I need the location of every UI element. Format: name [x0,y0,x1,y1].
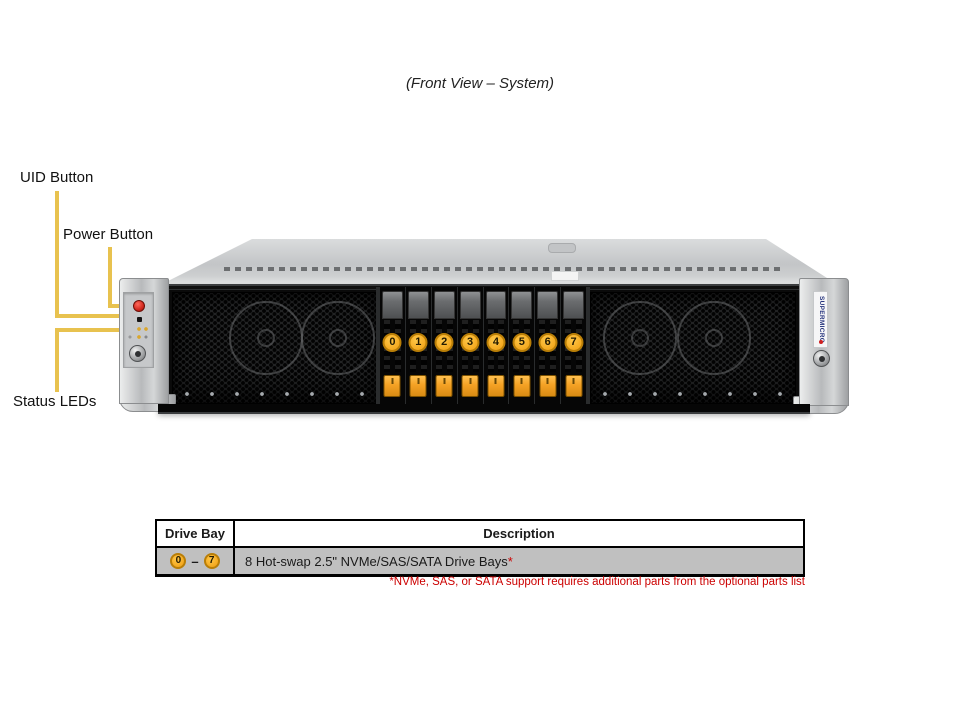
drive-bay-number: 5 [512,333,532,352]
description-text: 8 Hot-swap 2.5" NVMe/SAS/SATA Drive Bays [245,553,508,569]
uid-leader-line-horizontal [55,314,134,318]
drive-tray: 3 [457,287,483,405]
drive-latch-icon [539,375,557,397]
drive-latch-icon [435,375,453,397]
drive-bay-number: 2 [434,333,454,352]
bay-number-badge: 7 [203,553,220,569]
table-row: 0 – 7 8 Hot-swap 2.5" NVMe/SAS/SATA Driv… [157,548,803,574]
description-cell: 8 Hot-swap 2.5" NVMe/SAS/SATA Drive Bays… [235,548,803,574]
drive-latch-icon [487,375,505,397]
status-leader-line-horizontal [55,328,129,332]
fan-icon [677,301,751,375]
bay-range-dash: – [191,553,199,569]
drive-handle [511,291,533,319]
fan-icon [301,301,375,375]
drive-handle [563,291,584,319]
fan-icon [603,301,677,375]
drive-handle [459,291,481,319]
drive-tray: 5 [509,287,535,405]
lid-sticker [551,271,579,281]
keylock-icon [129,345,146,362]
figure-title: (Front View – System) [405,75,555,92]
chassis-top-lid [160,239,838,285]
brand-logo-text: SUPERMICRO [817,295,825,344]
drive-latch-icon [461,375,479,397]
drive-handle [407,291,429,319]
drive-tray: 6 [535,287,561,405]
power-leader-line-vertical [108,247,112,308]
drive-latch-icon [409,375,427,397]
bay-range-cell: 0 – 7 [157,548,235,574]
callout-uid-button: UID Button [20,169,94,186]
chassis-bottom-edge [158,404,810,414]
callout-status-leds: Status LEDs [13,393,97,410]
drive-latch-icon [383,375,401,397]
drive-tray: 4 [483,287,509,405]
bay-number-badge: 0 [170,553,187,569]
drive-tray: 2 [431,287,457,405]
drive-bay-number: 3 [460,333,480,352]
brand-logo: SUPERMICRO [813,291,828,348]
table-header-drive-bay: Drive Bay [157,521,235,546]
table-header-description: Description [483,526,555,541]
drive-tray: 0 [380,287,405,405]
fan-grille-right [590,292,796,404]
drive-bay-number: 6 [538,333,558,352]
status-leader-line-vertical [55,328,59,392]
brand-logo-dot [819,340,823,344]
description-asterisk: * [507,553,513,569]
keyhole [819,356,825,362]
footnote: *NVMe, SAS, or SATA support requires add… [389,576,805,588]
keylock-icon [813,350,830,367]
callout-power-button: Power Button [63,226,154,243]
uid-leader-line-vertical [55,191,59,318]
fan-grille-left [172,292,378,404]
drive-latch-icon [565,375,583,397]
drive-handle [433,291,455,319]
drive-handle [537,291,559,319]
fan-icon [229,301,303,375]
status-leds-icon [127,325,151,341]
drive-bay-number: 4 [486,333,506,352]
screw-row [183,390,367,398]
drive-tray: 1 [405,287,431,405]
lid-latch-tab [548,243,576,253]
drive-bay-number: 7 [564,333,584,352]
table-header-row: Drive Bay Description [157,521,803,548]
screw-row [601,390,785,398]
drive-handle [485,291,507,319]
drive-bay-table: Drive Bay Description 0 – 7 8 Hot-swap 2… [155,519,805,577]
drive-bay-number: 0 [382,333,402,352]
power-button-icon [133,300,145,312]
keyhole [135,351,141,357]
drive-tray: 7 [561,287,586,405]
drive-handle [382,291,403,319]
drive-bay-number: 1 [408,333,428,352]
lid-vent-row [224,267,780,271]
uid-button-icon [137,317,142,322]
drive-latch-icon [513,375,531,397]
